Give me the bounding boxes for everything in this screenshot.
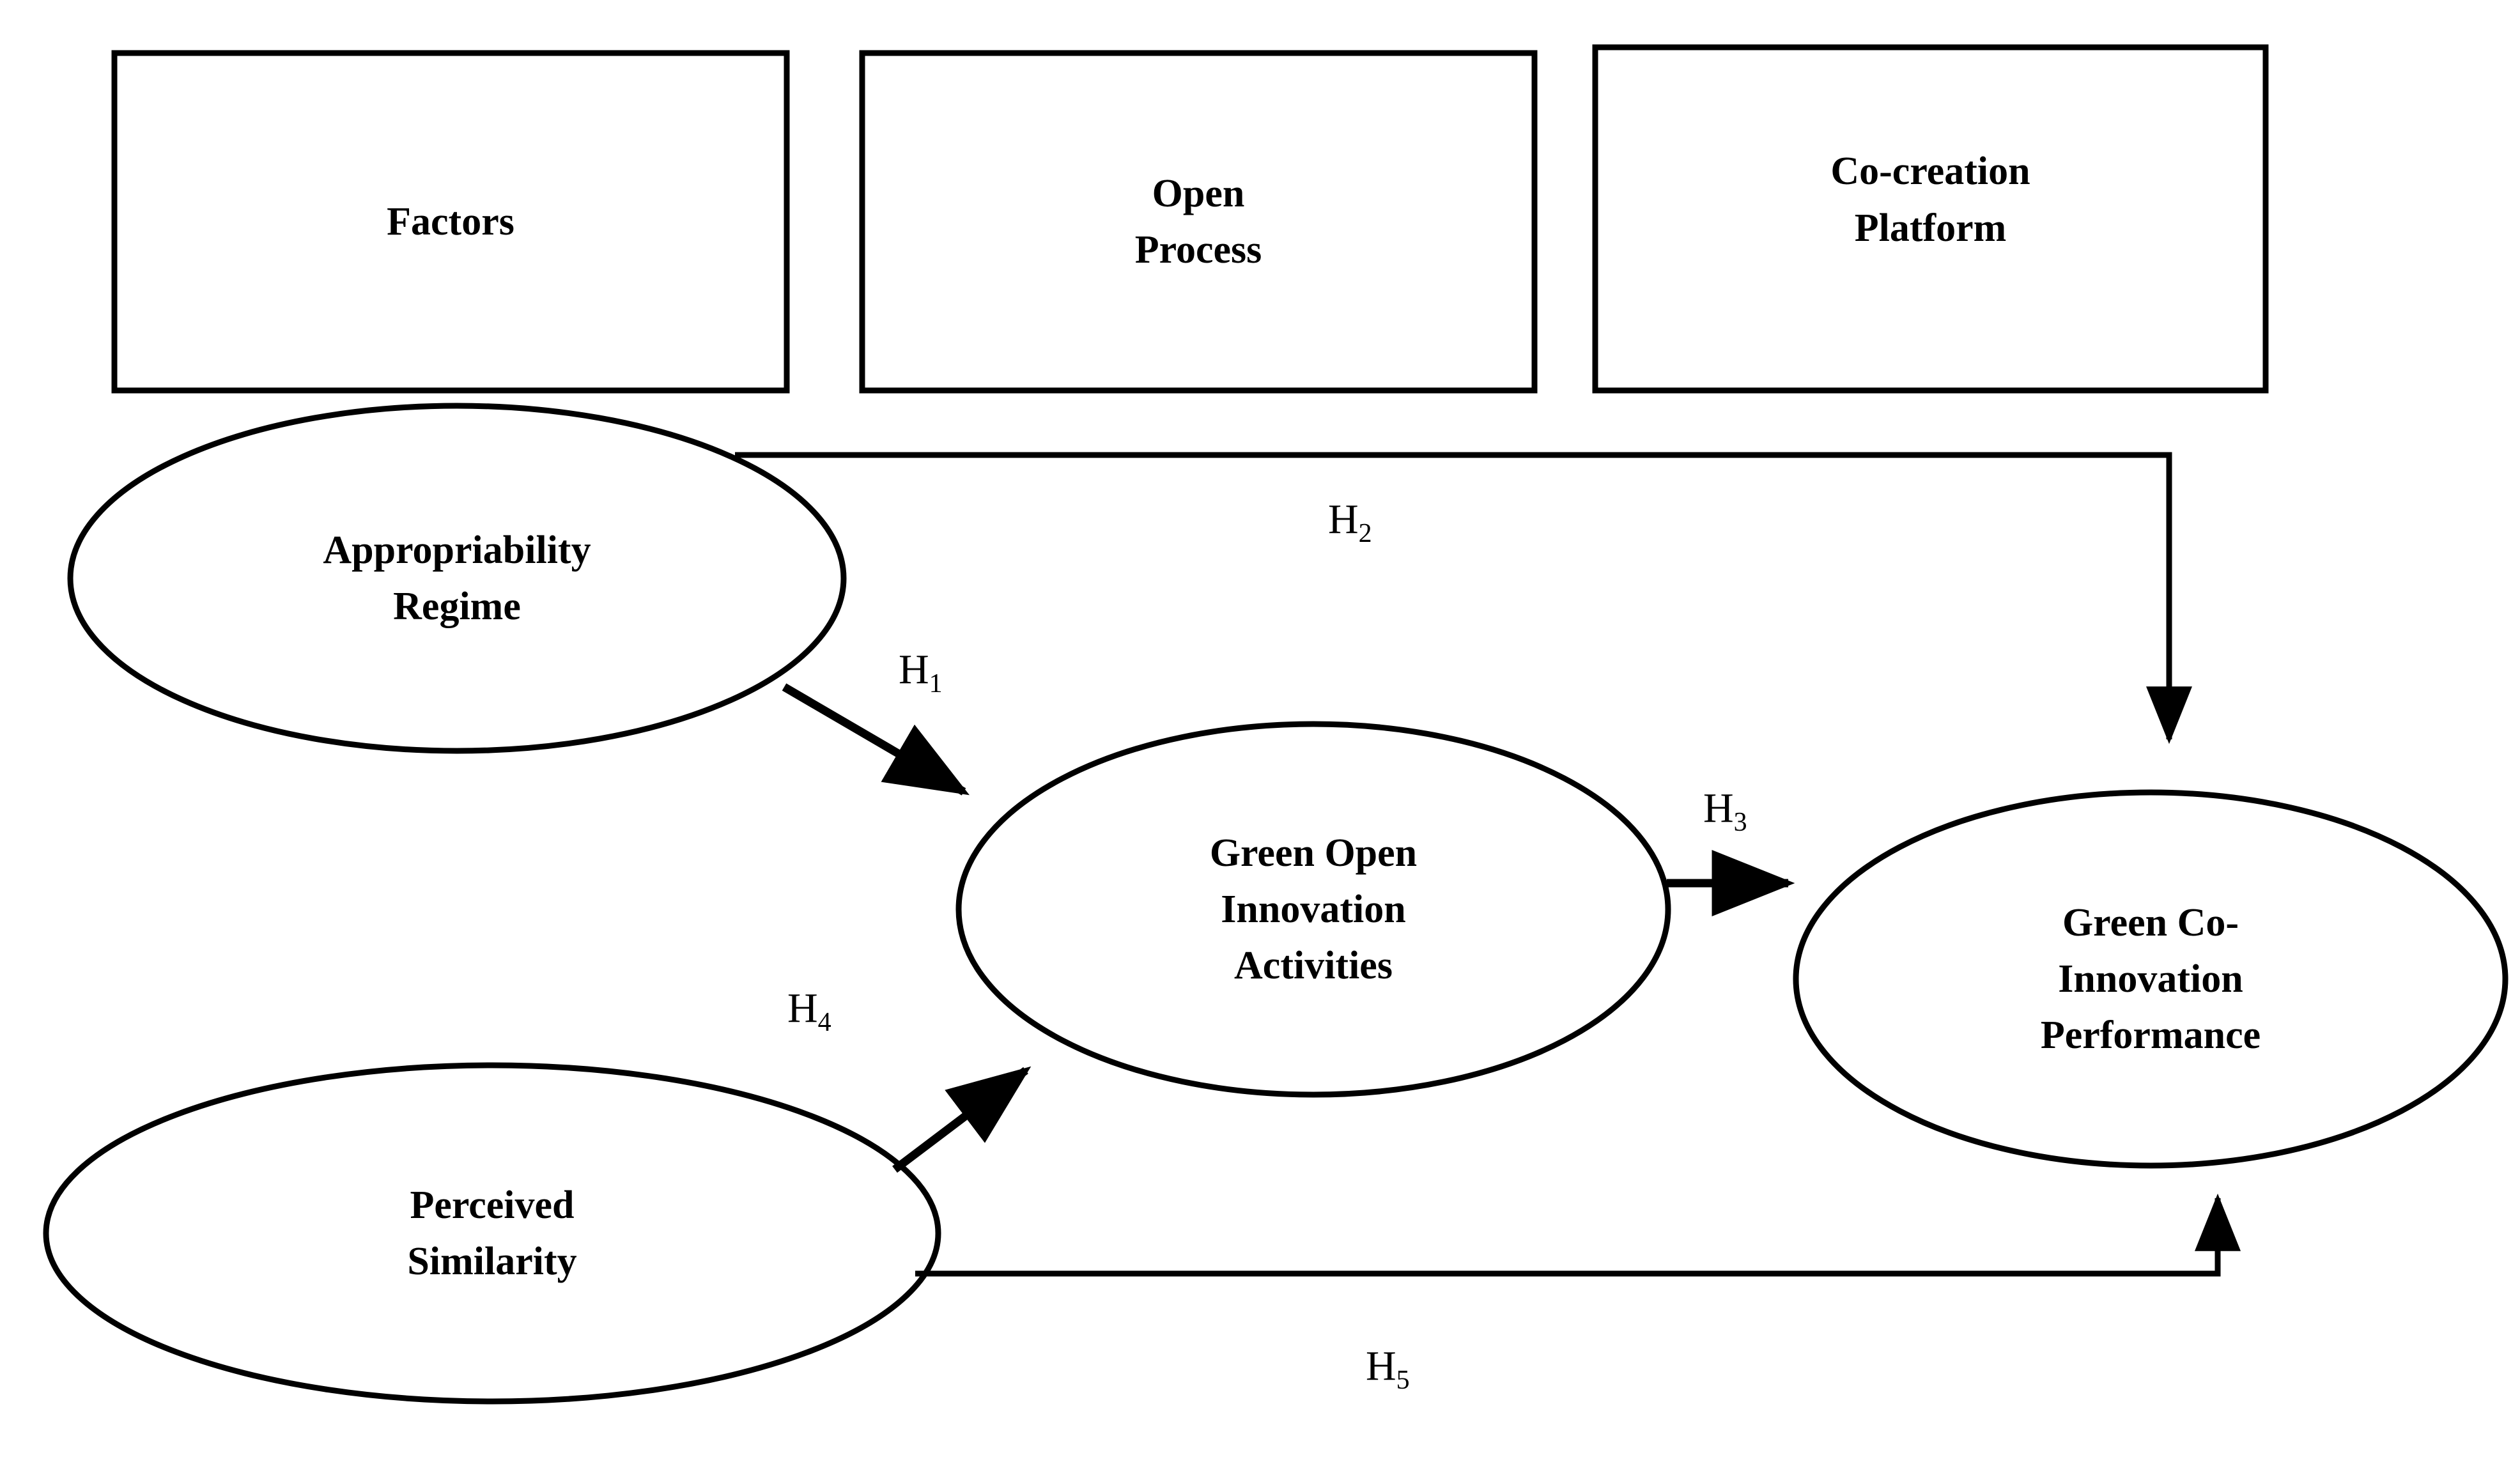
hypothesis-label-h2: H2 — [1328, 496, 1372, 548]
hypothesis-h2-prefix: H — [1328, 496, 1359, 543]
ellipse-green-open-innovation-activities — [955, 721, 1671, 1098]
header-box-co-creation-platform — [1592, 44, 2269, 394]
arrow-h5 — [915, 1193, 2241, 1277]
hypothesis-h4-prefix: H — [787, 985, 818, 1031]
hypothesis-label-h5: H5 — [1366, 1343, 1410, 1394]
hypothesis-h5-prefix: H — [1366, 1343, 1396, 1389]
hypothesis-h5-subscript: 5 — [1396, 1366, 1410, 1395]
header-box-open-process — [859, 50, 1538, 394]
hypothesis-label-h1: H1 — [899, 646, 943, 698]
hypothesis-label-h3: H3 — [1703, 785, 1747, 836]
ellipse-appropriability-regime — [67, 403, 847, 754]
arrow-h4 — [892, 1066, 1032, 1173]
hypothesis-h2-subscript: 2 — [1358, 519, 1372, 548]
hypothesis-h3-prefix: H — [1703, 785, 1734, 831]
arrow-h1 — [782, 683, 970, 796]
hypothesis-h3-subscript: 3 — [1733, 808, 1747, 837]
hypothesis-label-h4: H4 — [787, 985, 831, 1037]
hypothesis-h1-subscript: 1 — [929, 669, 943, 698]
hypothesis-h1-prefix: H — [899, 646, 929, 693]
arrow-h2 — [735, 452, 2192, 744]
header-box-factors — [111, 50, 790, 394]
ellipse-perceived-similarity — [43, 1062, 941, 1405]
hypothesis-h4-subscript: 4 — [817, 1008, 831, 1037]
ellipse-green-co-innovation-performance — [1793, 789, 2508, 1169]
